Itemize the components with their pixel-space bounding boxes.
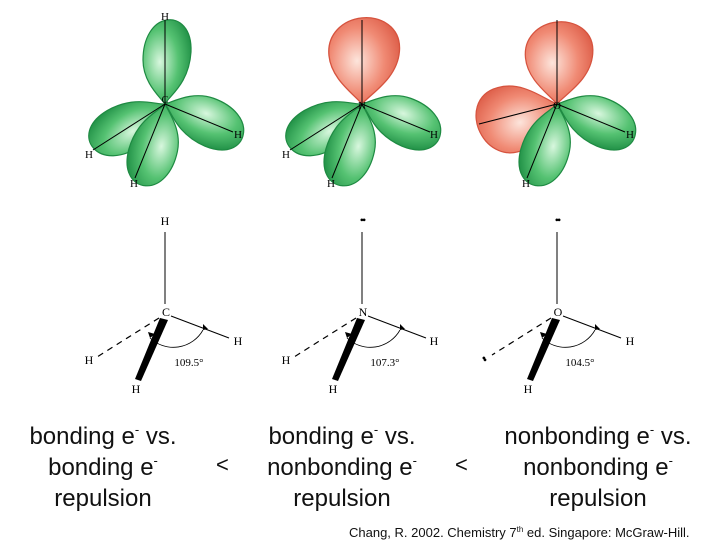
line-model-ch4: H C H H H 109.5° bbox=[85, 214, 243, 396]
lone-pair-top: •• bbox=[555, 213, 561, 227]
atom-label-h-right: H bbox=[430, 129, 438, 141]
superscript-minus: - bbox=[412, 453, 417, 468]
orbital-model-h2o: O H H bbox=[466, 20, 645, 192]
caption-line3: repulsion bbox=[54, 485, 152, 512]
atom-label-h-left: H bbox=[85, 149, 93, 161]
orbital-model-nh3: N H H H bbox=[276, 16, 450, 192]
atom-label-h-top: H bbox=[161, 11, 169, 23]
atom-label-h-right: H bbox=[234, 129, 242, 141]
atom-label-h-right: H bbox=[430, 334, 439, 348]
caption-vs: vs. bbox=[139, 423, 177, 450]
lone-pair-top: •• bbox=[360, 213, 366, 227]
caption-vs: vs. bbox=[654, 423, 692, 450]
atom-label-h-left: H bbox=[282, 149, 290, 161]
vsepr-figure: C H H H H N H H H bbox=[79, 11, 645, 396]
orbital-model-ch4: C H H H H bbox=[79, 11, 253, 192]
atom-label-o: O bbox=[554, 305, 563, 319]
line-model-nh3: •• N H H H 107.3° bbox=[282, 213, 439, 396]
atom-label-c: C bbox=[162, 305, 170, 319]
citation-superscript: th bbox=[516, 525, 524, 534]
less-than-sign-2: < bbox=[455, 452, 468, 477]
superscript-minus: - bbox=[153, 453, 158, 468]
atom-label-h-left: H bbox=[282, 353, 291, 367]
atom-label-h-left: H bbox=[85, 353, 94, 367]
caption-line1: nonbonding e bbox=[504, 423, 650, 450]
atom-label-h-right: H bbox=[626, 334, 635, 348]
wedge-bond bbox=[527, 318, 560, 381]
atom-label-c: C bbox=[162, 95, 169, 106]
lone-pair-left: •• bbox=[477, 353, 492, 365]
superscript-minus: - bbox=[668, 453, 673, 468]
atom-label-h-front: H bbox=[329, 382, 338, 396]
wedge-bond bbox=[135, 318, 168, 381]
atom-label-h-top: H bbox=[161, 214, 170, 228]
atom-label-h-front: H bbox=[522, 178, 530, 190]
bond-angle-label: 107.3° bbox=[370, 357, 399, 369]
caption-line3: repulsion bbox=[549, 485, 647, 512]
wedge-bond bbox=[332, 318, 365, 381]
atom-label-h-front: H bbox=[130, 178, 138, 190]
atom-label-h-right: H bbox=[234, 334, 243, 348]
superscript-minus: - bbox=[649, 422, 655, 437]
caption-line2: bonding e bbox=[48, 454, 154, 481]
bond-angle-label: 109.5° bbox=[174, 357, 203, 369]
atom-label-h-front: H bbox=[132, 382, 141, 396]
superscript-minus: - bbox=[373, 422, 379, 437]
caption-line1: bonding e bbox=[29, 423, 135, 450]
caption-line1: bonding e bbox=[268, 423, 374, 450]
citation-text-tail: ed. Singapore: McGraw-Hill. bbox=[523, 525, 690, 540]
citation-text: Chang, R. 2002. Chemistry 7 bbox=[349, 525, 517, 540]
atom-label-n: N bbox=[359, 305, 368, 319]
caption-line2: nonbonding e bbox=[523, 454, 669, 481]
atom-label-h-front: H bbox=[327, 178, 335, 190]
caption-line3: repulsion bbox=[293, 485, 391, 512]
less-than-sign-1: < bbox=[216, 452, 229, 477]
caption-bonding-vs-nonbonding: bonding e- vs. nonbonding e- repulsion bbox=[232, 421, 452, 514]
caption-nonbonding-vs-nonbonding: nonbonding e- vs. nonbonding e- repulsio… bbox=[488, 421, 708, 514]
bond-angle-label: 104.5° bbox=[565, 357, 594, 369]
line-model-h2o: •• •• O H H 104.5° bbox=[477, 213, 635, 396]
atom-label-n: N bbox=[358, 100, 366, 112]
atom-label-h-right: H bbox=[626, 129, 634, 141]
caption-vs: vs. bbox=[378, 423, 416, 450]
caption-line2: nonbonding e bbox=[267, 454, 413, 481]
citation: Chang, R. 2002. Chemistry 7th ed. Singap… bbox=[349, 525, 689, 540]
atom-label-h-front: H bbox=[524, 382, 533, 396]
caption-bonding-vs-bonding: bonding e- vs. bonding e- repulsion bbox=[0, 421, 213, 514]
superscript-minus: - bbox=[134, 422, 140, 437]
atom-label-o: O bbox=[553, 100, 561, 112]
